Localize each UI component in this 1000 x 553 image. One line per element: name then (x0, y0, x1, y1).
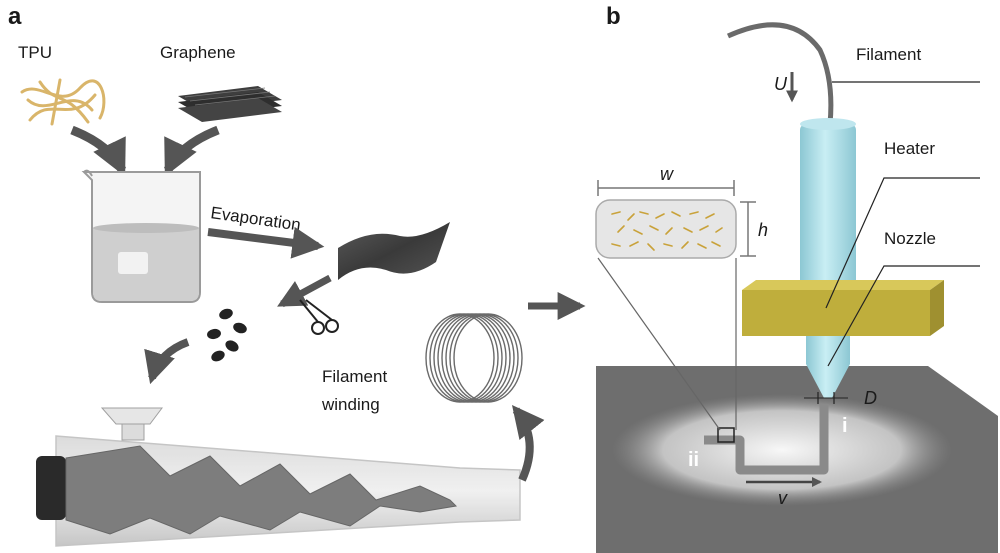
evaporation-label: Evaporation (209, 203, 301, 234)
tpu-label: TPU (18, 43, 52, 62)
filament-winding-label-line1: Filament (322, 367, 387, 386)
heated-spot (612, 394, 952, 506)
beaker-icon (81, 169, 201, 303)
graphene-label: Graphene (160, 43, 236, 62)
arrow-extruder-to-spool (512, 405, 545, 482)
arrow-tpu-to-beaker (70, 125, 127, 177)
arrow-graphene-to-beaker (163, 125, 220, 177)
filament-label: Filament (856, 45, 921, 64)
marker-ii: ii (688, 449, 699, 471)
marker-i: i (842, 415, 848, 437)
nozzle-label: Nozzle (884, 229, 936, 248)
panel-label-b: b (606, 3, 621, 30)
zoom-line-left (597, 257, 721, 431)
fiber-particles (611, 211, 723, 251)
pellets-icon (207, 308, 247, 362)
graphene-stack-icon (178, 86, 282, 122)
scissors-icon (299, 299, 339, 335)
nozzle-diameter-label: D (864, 388, 877, 408)
heater-label: Heater (884, 139, 935, 158)
filament-spool-icon (425, 313, 523, 403)
arrow-evaporation (207, 226, 325, 259)
nozzle-leader (827, 265, 980, 367)
height-label: h (758, 220, 768, 240)
composite-sheet-icon (338, 222, 450, 280)
filament-feed (726, 22, 834, 125)
filament-winding-label-line2: winding (321, 395, 380, 414)
width-label: w (660, 164, 674, 184)
arrow-pellets-to-extruder (144, 338, 190, 385)
print-velocity-label: v (778, 488, 788, 508)
heater-leader (825, 177, 980, 309)
extruder-icon (36, 407, 521, 547)
heater-block (742, 280, 944, 336)
cross-section-inset (595, 199, 737, 259)
panel-label-a: a (8, 3, 22, 30)
tpu-strands-icon (20, 78, 106, 126)
cross-section-box (717, 427, 735, 443)
feed-velocity-label: U (774, 74, 788, 94)
nozzle-assembly (800, 118, 856, 398)
arrow-sheet-to-pellets (277, 274, 332, 308)
deposited-filament (704, 404, 829, 475)
